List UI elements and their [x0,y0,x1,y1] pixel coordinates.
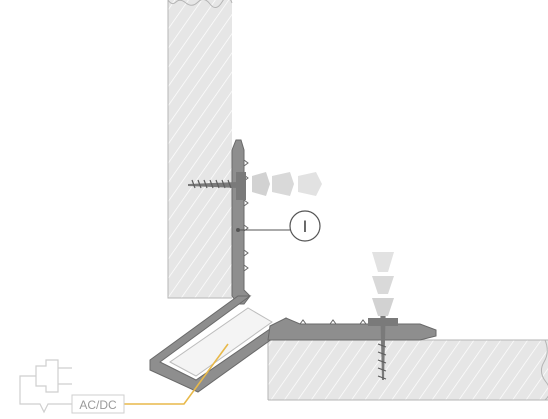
vertical-wall [167,0,233,299]
power-supply: AC/DC [19,343,229,414]
screw-vertical-wall [188,172,322,200]
corner-profile [149,139,437,393]
power-plug-icon [19,359,72,414]
callout-i: I [236,210,321,242]
led-cable [124,343,229,405]
driver-label: AC/DC [79,398,117,412]
diffuser [169,307,273,377]
profile-vertical-flange [231,139,251,305]
horizontal-surface [267,339,548,401]
profile-horizontal-flange [267,317,437,341]
callout-label: I [303,217,308,236]
screw-horizontal-surface [368,252,398,380]
